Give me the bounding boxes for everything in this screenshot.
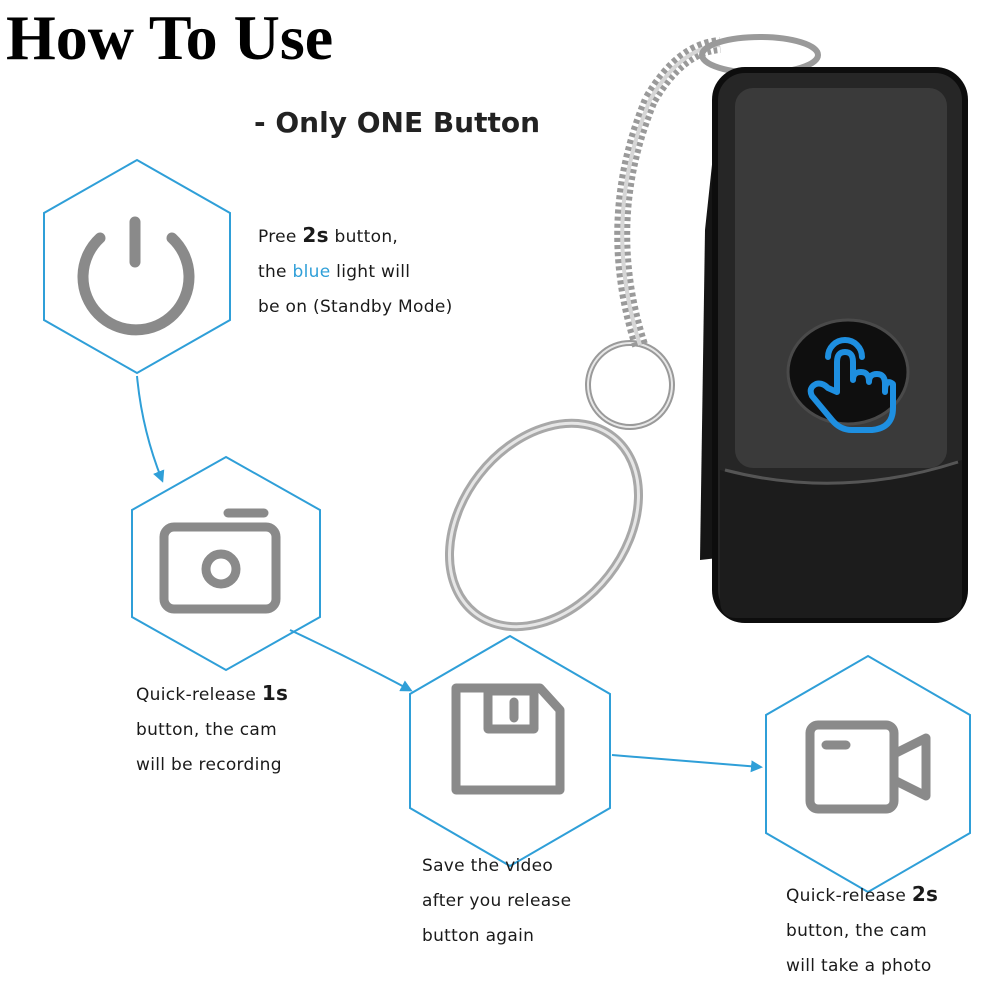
- step-2-line-2: button, the cam: [136, 720, 278, 740]
- step-4-text: Quick-release 2s button, the cam will ta…: [786, 877, 938, 984]
- page-title: How To Use: [6, 2, 334, 73]
- step-4-line-1: Quick-release 2s: [786, 882, 939, 906]
- step-1-line-3: be on (Standby Mode): [258, 297, 453, 317]
- step-1-line-2: the blue light will: [258, 262, 411, 282]
- arrow-step-1-to-2: [136, 375, 165, 483]
- step-4-duration: 2s: [911, 882, 939, 906]
- step-3-line-1: Save the video: [422, 856, 554, 876]
- video-camera-icon: [805, 720, 931, 814]
- arrow-step-2-to-3: [289, 629, 413, 692]
- touch-hand-icon: [807, 337, 896, 433]
- device-keychain-illustration: [445, 34, 968, 632]
- step-2-line-1: Quick-release 1s: [136, 681, 289, 705]
- hexagon-step-1: [43, 158, 231, 375]
- step-4-line-2: button, the cam: [786, 921, 928, 941]
- step-2-duration: 1s: [261, 681, 289, 705]
- device-button: [786, 318, 910, 426]
- step-1-text: Pree 2s button, the blue light will be o…: [258, 218, 453, 325]
- step-3-line-2: after you release: [422, 891, 572, 911]
- hexagon-step-3: [409, 634, 611, 868]
- page-subtitle: - Only ONE Button: [254, 106, 541, 139]
- step-1-duration: 2s: [302, 223, 329, 247]
- step-1-line-1: Pree 2s button,: [258, 223, 399, 247]
- step-1-blue-word: blue: [292, 262, 331, 282]
- power-icon: [77, 216, 195, 336]
- step-2-line-3: will be recording: [136, 755, 282, 775]
- camera-icon: [159, 508, 281, 614]
- step-3-text: Save the video after you release button …: [422, 849, 571, 954]
- hexagon-step-4: [765, 654, 971, 894]
- step-3-line-3: button again: [422, 926, 535, 946]
- save-icon: [451, 683, 565, 795]
- arrow-step-3-to-4: [611, 754, 763, 773]
- hexagon-step-2: [131, 455, 321, 672]
- step-2-text: Quick-release 1s button, the cam will be…: [136, 676, 288, 783]
- step-4-line-3: will take a photo: [786, 956, 932, 976]
